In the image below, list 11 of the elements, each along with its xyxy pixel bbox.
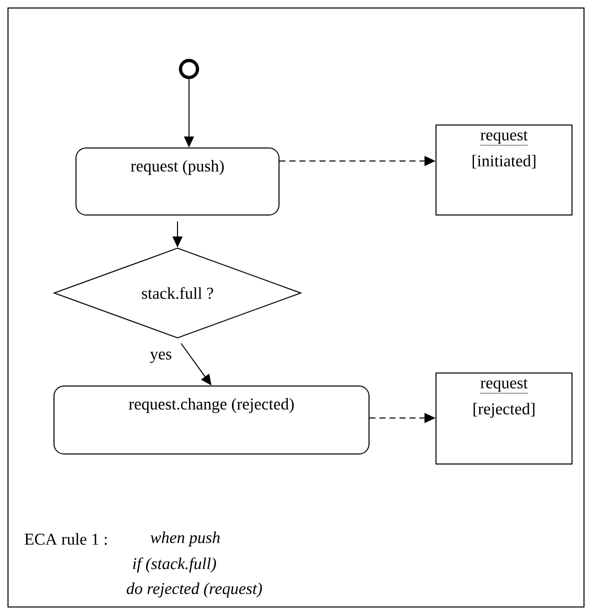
rule-line: if (stack.full) [133, 557, 216, 573]
rule-label: ECA rule 1 : [24, 533, 107, 545]
arrow [180, 342, 212, 386]
state-box: request.change (rejected) [54, 386, 370, 454]
object-box: request [initiated] [436, 124, 572, 216]
edge-label: yes [148, 350, 173, 364]
object-box: request [rejected] [436, 372, 572, 464]
rule-line: do rejected (request) [126, 582, 262, 598]
state-box: request (push) [76, 148, 280, 216]
start-circle [178, 58, 200, 80]
rule-line: when push [150, 532, 220, 546]
